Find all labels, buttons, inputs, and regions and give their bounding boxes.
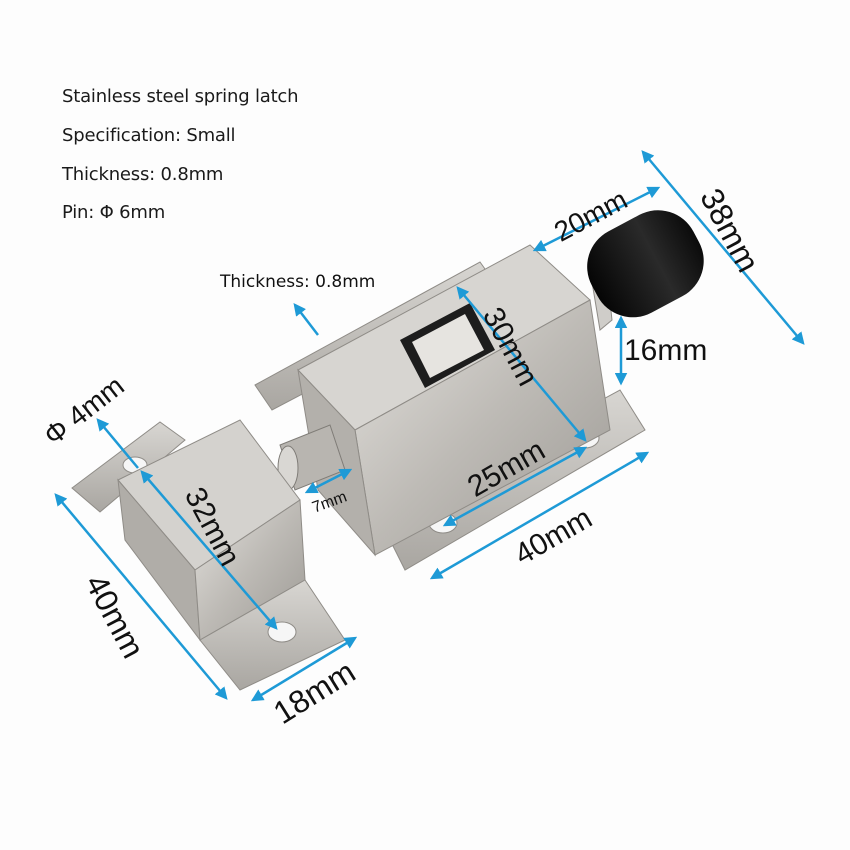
dimension-arrows [54,150,805,702]
spec-size: Specification: Small [62,125,236,146]
label-thickness: Thickness: 0.8mm [220,272,376,292]
spec-title: Stainless steel spring latch [62,86,299,107]
spec-pin: Pin: Φ 6mm [62,202,166,223]
label-knob-height: 16mm [624,334,708,367]
spec-thickness: Thickness: 0.8mm [62,164,224,185]
